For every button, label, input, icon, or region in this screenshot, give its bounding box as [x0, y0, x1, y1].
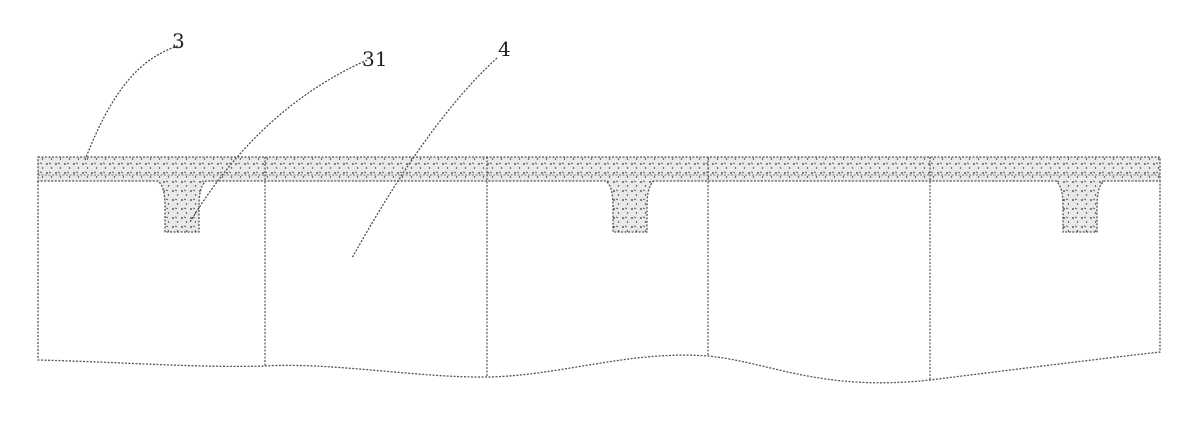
reference-label-4: 4	[498, 37, 511, 61]
reference-label-3: 3	[172, 29, 185, 53]
leader-line-31	[189, 59, 368, 223]
substrate-body	[37, 181, 1161, 384]
leader-line-4	[351, 57, 498, 259]
reference-label-31: 31	[362, 47, 387, 71]
coating-layer-3	[37, 156, 1161, 233]
leader-line-3	[84, 45, 179, 161]
